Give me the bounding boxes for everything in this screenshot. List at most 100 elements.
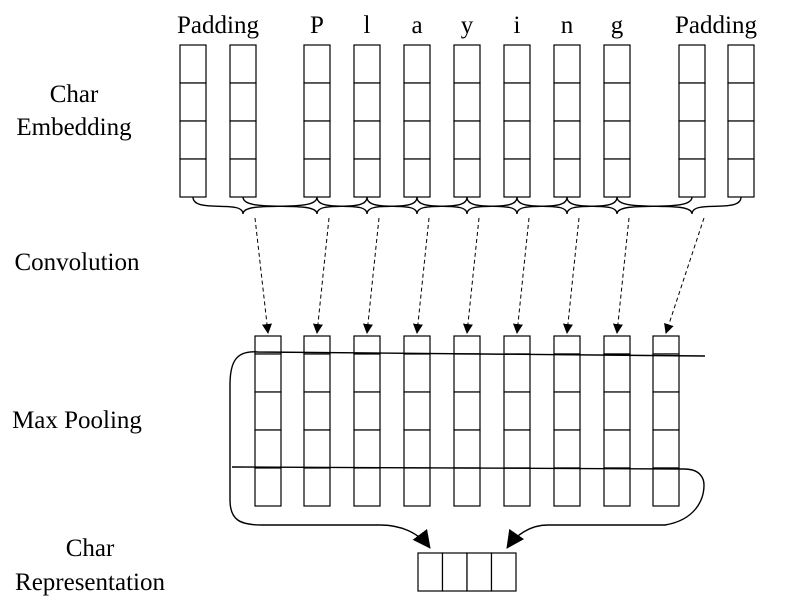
convolution-arrow bbox=[362, 217, 380, 334]
convolution-cell bbox=[553, 467, 581, 507]
convolution-cell bbox=[353, 467, 381, 507]
convolution-cell bbox=[603, 391, 631, 431]
embedding-cell bbox=[179, 44, 207, 84]
convolution-cell bbox=[254, 391, 282, 431]
embedding-cell bbox=[603, 158, 631, 198]
convolution-arrow bbox=[562, 217, 580, 334]
convolution-cell bbox=[453, 391, 481, 431]
embedding-column bbox=[453, 44, 481, 198]
embedding-column bbox=[603, 44, 631, 198]
embedding-cell bbox=[179, 158, 207, 198]
convolution-arrow bbox=[312, 217, 330, 334]
embedding-cell bbox=[353, 120, 381, 160]
convolution-cell bbox=[353, 353, 381, 393]
convolution-column bbox=[303, 335, 331, 507]
embedding-cell bbox=[353, 158, 381, 198]
convolution-cell bbox=[353, 391, 381, 431]
embedding-cell bbox=[453, 158, 481, 198]
convolution-cell bbox=[303, 429, 331, 469]
embedding-cell bbox=[453, 44, 481, 84]
embedding-column bbox=[353, 44, 381, 198]
input-label-char: i bbox=[514, 12, 521, 39]
embedding-cell bbox=[229, 120, 257, 160]
convolution-arrow bbox=[254, 217, 272, 334]
embedding-column bbox=[727, 44, 755, 198]
convolution-cell bbox=[254, 429, 282, 469]
embedding-column bbox=[678, 44, 706, 198]
embedding-column bbox=[553, 44, 581, 198]
convolution-cell bbox=[254, 467, 282, 507]
convolution-cell bbox=[603, 429, 631, 469]
convolution-brace bbox=[192, 196, 318, 215]
embedding-cell bbox=[353, 82, 381, 122]
convolution-cell bbox=[652, 335, 680, 355]
char-representation-vector bbox=[417, 552, 517, 592]
convolution-cell bbox=[453, 467, 481, 507]
max-pooling-label: Max Pooling bbox=[12, 407, 142, 434]
convolution-arrow bbox=[462, 217, 480, 334]
embedding-cell bbox=[553, 158, 581, 198]
convolution-column bbox=[453, 335, 481, 507]
embedding-column bbox=[229, 44, 257, 198]
embedding-cell bbox=[553, 82, 581, 122]
embedding-cell bbox=[229, 44, 257, 84]
embedding-cell bbox=[453, 120, 481, 160]
convolution-cell bbox=[403, 353, 431, 393]
input-labels: Padding P l a y i n g Padding bbox=[177, 12, 757, 39]
convolution-arrows bbox=[254, 217, 705, 334]
representation-cell bbox=[466, 552, 493, 592]
embedding-cell bbox=[179, 82, 207, 122]
embedding-cell bbox=[303, 82, 331, 122]
convolution-column bbox=[652, 335, 680, 507]
input-label-padding-left: Padding bbox=[177, 12, 259, 39]
convolution-column bbox=[403, 335, 431, 507]
convolution-cell bbox=[553, 429, 581, 469]
embedding-cell bbox=[503, 120, 531, 160]
convolution-cell bbox=[652, 391, 680, 431]
embedding-cell bbox=[678, 120, 706, 160]
convolution-arrow bbox=[612, 217, 630, 334]
input-label-char: n bbox=[561, 12, 574, 39]
convolution-cell bbox=[403, 335, 431, 355]
embedding-cell bbox=[503, 158, 531, 198]
convolution-columns bbox=[254, 335, 680, 507]
input-label-char: l bbox=[364, 12, 371, 39]
convolution-cell bbox=[503, 467, 531, 507]
convolution-braces bbox=[192, 196, 742, 215]
convolution-cell bbox=[553, 353, 581, 393]
embedding-cell bbox=[678, 158, 706, 198]
convolution-cell bbox=[603, 335, 631, 355]
embedding-cell bbox=[403, 120, 431, 160]
char-representation-label-line1: Char bbox=[66, 535, 115, 562]
embedding-cell bbox=[727, 82, 755, 122]
input-label-char: g bbox=[611, 12, 624, 39]
input-label-char: y bbox=[461, 12, 474, 39]
convolution-arrow bbox=[664, 217, 705, 334]
embedding-cell bbox=[553, 120, 581, 160]
convolution-brace bbox=[242, 196, 368, 215]
embedding-cell bbox=[403, 82, 431, 122]
convolution-brace bbox=[466, 196, 568, 215]
convolution-brace bbox=[566, 196, 693, 215]
convolution-cell bbox=[503, 429, 531, 469]
embedding-column bbox=[303, 44, 331, 198]
convolution-column bbox=[503, 335, 531, 507]
embedding-cell bbox=[678, 44, 706, 84]
convolution-cell bbox=[353, 429, 381, 469]
convolution-cell bbox=[503, 353, 531, 393]
embedding-cell bbox=[453, 82, 481, 122]
convolution-cell bbox=[503, 335, 531, 355]
convolution-cell bbox=[453, 429, 481, 469]
embedding-column bbox=[403, 44, 431, 198]
convolution-brace bbox=[316, 196, 418, 215]
convolution-cell bbox=[254, 353, 282, 393]
representation-cell bbox=[441, 552, 468, 592]
convolution-column bbox=[353, 335, 381, 507]
embedding-cell bbox=[403, 158, 431, 198]
convolution-cell bbox=[254, 335, 282, 355]
max-pooling-lower-line bbox=[231, 466, 705, 549]
embedding-cell bbox=[603, 82, 631, 122]
embedding-cell bbox=[603, 120, 631, 160]
embedding-cell bbox=[303, 120, 331, 160]
